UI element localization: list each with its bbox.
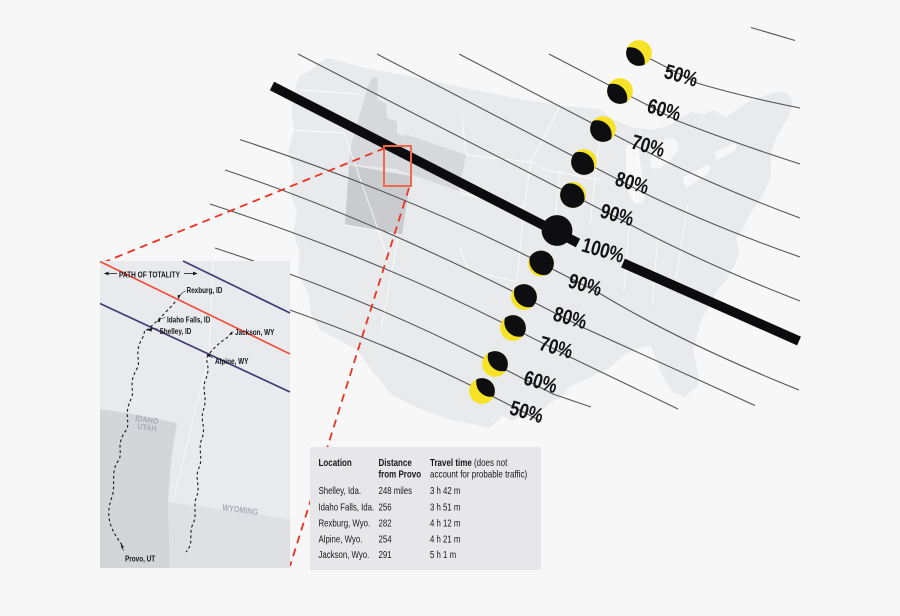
svg-text:Rexburg, Wyo.: Rexburg, Wyo. [319,518,371,529]
svg-text:Idaho Falls, Ida.: Idaho Falls, Ida. [319,502,375,513]
svg-text:Alpine, WY: Alpine, WY [215,357,249,366]
svg-text:Shelley, Ida.: Shelley, Ida. [319,485,362,496]
svg-text:4 h 12 m: 4 h 12 m [430,518,460,529]
svg-text:Jackson, Wyo.: Jackson, Wyo. [319,549,370,560]
svg-text:Jackson, WY: Jackson, WY [235,328,275,337]
svg-text:IDAHO: IDAHO [135,414,159,427]
svg-text:291: 291 [379,549,392,560]
svg-text:Travel time (does not: Travel time (does not [430,457,508,468]
svg-text:Alpine, Wyo.: Alpine, Wyo. [319,534,363,545]
svg-text:256: 256 [379,502,392,513]
svg-text:254: 254 [379,534,392,545]
svg-text:account for probable traffic): account for probable traffic) [430,469,527,480]
svg-text:Distance: Distance [379,457,412,468]
svg-text:UTAH: UTAH [137,422,158,434]
svg-text:from Provo: from Provo [379,469,422,480]
svg-text:3 h 51 m: 3 h 51 m [430,502,460,513]
svg-text:4 h 21 m: 4 h 21 m [430,534,460,545]
svg-text:282: 282 [379,518,392,529]
svg-text:Rexburg, ID: Rexburg, ID [187,286,223,295]
svg-text:3 h 42 m: 3 h 42 m [430,485,460,496]
svg-text:Idaho Falls, ID: Idaho Falls, ID [167,316,210,325]
svg-text:PATH OF TOTALITY: PATH OF TOTALITY [119,270,180,280]
svg-text:Shelley, ID: Shelley, ID [160,327,192,336]
svg-text:Location: Location [319,457,352,468]
svg-text:Provo, UT: Provo, UT [125,555,156,564]
svg-text:248 miles: 248 miles [379,485,413,496]
svg-text:5 h 1 m: 5 h 1 m [430,549,456,560]
